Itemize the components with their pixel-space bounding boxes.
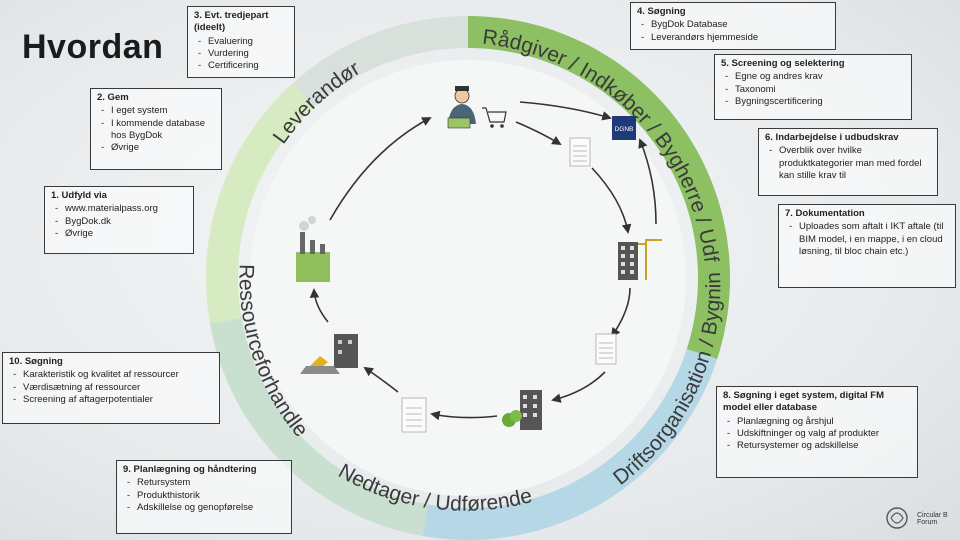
step-2-item: I kommende database hos BygDok [101, 118, 215, 143]
arrow-4 [638, 138, 657, 225]
step-8-item: Planlægning og årshjul [727, 416, 911, 429]
step-2-item: Øvrige [101, 142, 215, 155]
step-1-item: Øvrige [55, 228, 187, 241]
arrow-5 [610, 287, 631, 338]
step-8-box: 8. Søgning i eget system, digital FM mod… [716, 386, 918, 478]
arrow-2 [515, 121, 562, 145]
ring-segment-raadgiver [468, 16, 730, 359]
arrow-8 [363, 366, 399, 393]
step-2-box: 2. Gem I eget system I kommende database… [90, 88, 222, 170]
step-9-item: Produkthistorik [127, 490, 285, 503]
dgnb-logo-icon: DGNB [612, 116, 636, 140]
ring-segment-leverandoer [292, 16, 468, 108]
step-2-heading: 2. Gem [97, 92, 129, 103]
step-9-box: 9. Planlægning og håndtering Retursystem… [116, 460, 292, 534]
step-5-heading: 5. Screening og selektering [721, 58, 845, 69]
step-8-item: Udskiftninger og valg af produkter [727, 428, 911, 441]
step-4-box: 4. Søgning BygDok Database Leverandørs h… [630, 2, 836, 50]
step-1-item: www.materialpass.org [55, 203, 187, 216]
logo-text: Circular B Forum [917, 512, 948, 526]
step-9-item: Retursystem [127, 477, 285, 490]
document-icon [401, 397, 427, 433]
step-3-heading: 3. Evt. tredjepart (ideelt) [194, 10, 269, 34]
step-3-item: Evaluering [198, 36, 288, 49]
step-10-item: Værdisætning af ressourcer [13, 382, 213, 395]
arrow-1 [519, 101, 612, 121]
step-1-box: 1. Udfyld via www.materialpass.org BygDo… [44, 186, 194, 254]
cycle-arrows [309, 101, 657, 421]
step-10-heading: 10. Søgning [9, 356, 63, 367]
demolition-icon [300, 334, 358, 374]
document-icon [569, 137, 591, 167]
arrow-9 [309, 288, 329, 323]
step-3-box: 3. Evt. tredjepart (ideelt) Evaluering V… [187, 6, 295, 78]
arrow-7 [430, 410, 498, 421]
step-8-item: Retursystemer og adskillelse [727, 440, 911, 453]
step-4-heading: 4. Søgning [637, 6, 686, 17]
green-building-icon [502, 390, 542, 430]
step-6-box: 6. Indarbejdelse i udbudskrav Overblik o… [758, 128, 938, 196]
arrow-6 [551, 371, 606, 403]
factory-icon [296, 216, 330, 282]
step-3-item: Certificering [198, 60, 288, 73]
step-9-item: Adskillelse og genopførelse [127, 502, 285, 515]
person-laptop-cart-icon [447, 86, 507, 129]
inner-disk [250, 60, 686, 496]
step-1-heading: 1. Udfyld via [51, 190, 107, 201]
step-10-item: Karakteristik og kvalitet af ressourcer [13, 369, 213, 382]
step-5-item: Egne og andres krav [725, 71, 905, 84]
step-6-item: Overblik over hvilke produktkategorier m… [769, 145, 931, 182]
arrow-10 [329, 117, 432, 221]
ring-segment-nedtager [209, 317, 429, 537]
step-7-box: 7. Dokumentation Uploades som aftalt i I… [778, 204, 956, 288]
step-2-item: I eget system [101, 105, 215, 118]
step-4-item: Leverandørs hjemmeside [641, 32, 829, 45]
step-5-item: Taxonomi [725, 84, 905, 97]
step-9-heading: 9. Planlægning og håndtering [123, 464, 257, 475]
step-1-item: BygDok.dk [55, 216, 187, 229]
step-7-item: Uploades som aftalt i IKT aftale (til BI… [789, 221, 949, 258]
ring-segment-ressource [206, 83, 315, 324]
step-3-item: Vurdering [198, 48, 288, 61]
step-5-item: Bygningscertificering [725, 96, 905, 109]
document-icon [595, 333, 617, 365]
step-8-heading: 8. Søgning i eget system, digital FM mod… [723, 390, 884, 414]
ring [206, 16, 730, 540]
step-6-heading: 6. Indarbejdelse i udbudskrav [765, 132, 899, 143]
step-7-heading: 7. Dokumentation [785, 208, 865, 219]
step-4-item: BygDok Database [641, 19, 829, 32]
step-10-box: 10. Søgning Karakteristik og kvalitet af… [2, 352, 220, 424]
svg-text:DGNB: DGNB [615, 126, 634, 133]
arrow-3 [591, 167, 632, 234]
step-5-box: 5. Screening og selektering Egne og andr… [714, 54, 912, 120]
building-crane-icon [618, 239, 662, 280]
step-10-item: Screening af aftagerpotentialer [13, 394, 213, 407]
page-title: Hvordan [22, 28, 164, 66]
ring-segment-drift [422, 349, 718, 540]
